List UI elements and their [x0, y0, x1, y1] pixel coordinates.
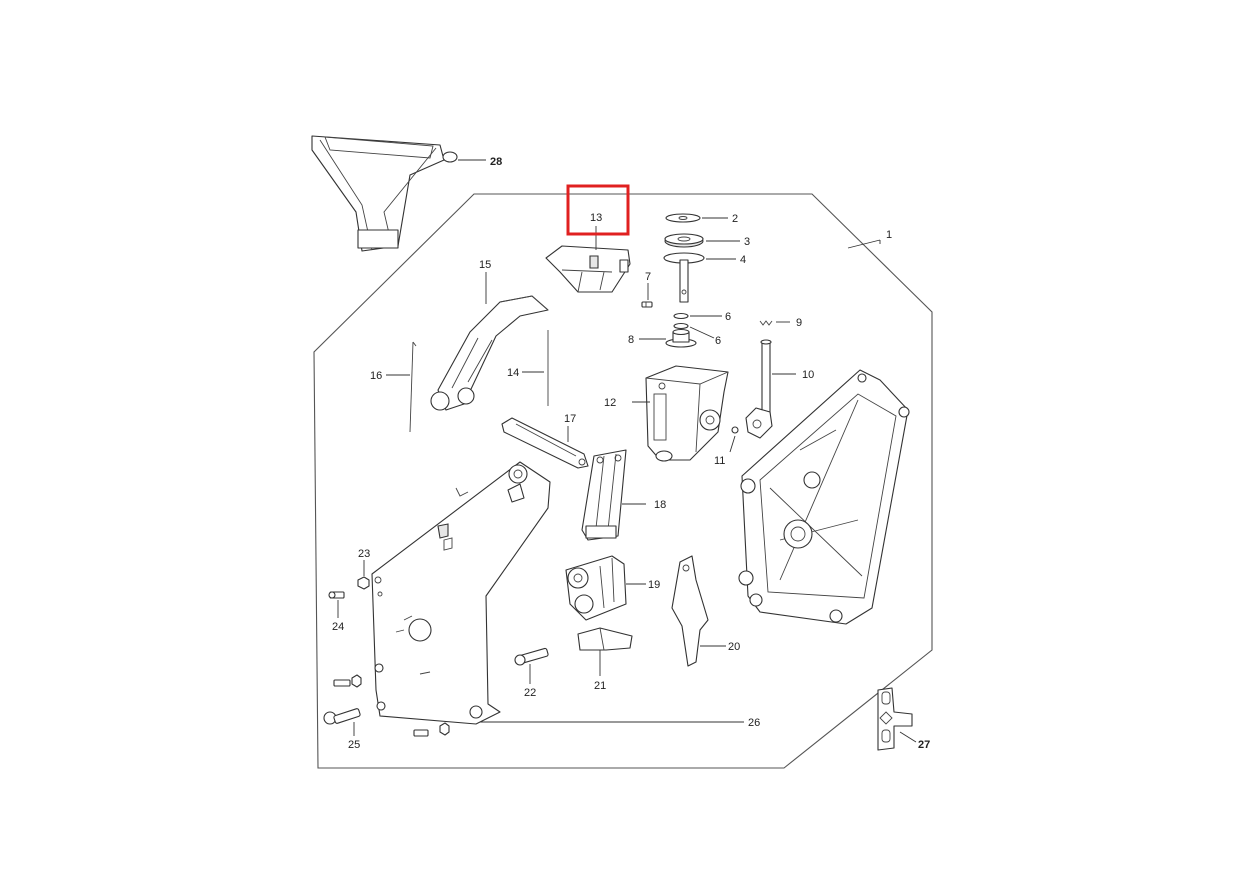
label-19: 19 — [648, 579, 660, 591]
label-6-lower: 6 — [715, 335, 721, 347]
part-22-bolt[interactable] — [514, 647, 549, 666]
part-9-spring[interactable] — [759, 320, 773, 326]
label-2: 2 — [732, 213, 738, 225]
assembly-frame-outline — [313, 193, 933, 769]
part-20-latch[interactable] — [671, 555, 709, 667]
label-12: 12 — [604, 397, 616, 409]
label-11: 11 — [714, 455, 725, 467]
part-6-washer-lower[interactable] — [673, 322, 689, 330]
leader-27 — [899, 731, 917, 743]
part-26-side-plate[interactable] — [371, 461, 551, 725]
label-23: 23 — [358, 548, 370, 560]
part-8-hub[interactable] — [665, 328, 697, 348]
label-14: 14 — [507, 367, 519, 379]
label-24: 24 — [332, 621, 344, 633]
part-1-main-frame[interactable] — [738, 369, 910, 625]
label-15: 15 — [479, 259, 491, 271]
part-13-bracket[interactable] — [545, 245, 631, 293]
leader-11 — [729, 435, 736, 453]
part-12-housing[interactable] — [645, 365, 729, 462]
label-20: 20 — [728, 641, 740, 653]
part-10-lever-shaft[interactable] — [745, 339, 773, 439]
part-19-cam[interactable] — [565, 555, 627, 621]
label-22: 22 — [524, 687, 536, 699]
label-25: 25 — [348, 739, 360, 751]
part-6-washer-upper[interactable] — [673, 312, 689, 320]
highlight-box-13 — [566, 184, 630, 236]
part-4-shaft[interactable] — [663, 252, 705, 303]
label-7: 7 — [645, 271, 651, 283]
part-11-clip[interactable] — [731, 426, 739, 434]
part-16-rod[interactable] — [409, 341, 417, 433]
part-7-pin[interactable] — [641, 301, 653, 308]
label-16: 16 — [370, 370, 382, 382]
label-13: 13 — [590, 212, 602, 224]
label-26: 26 — [748, 717, 760, 729]
label-3: 3 — [744, 236, 750, 248]
part-28-hopper[interactable] — [311, 135, 458, 252]
leader-6b — [689, 326, 715, 339]
part-18-bracket-arm[interactable] — [581, 449, 627, 541]
part-3-pulley[interactable] — [664, 233, 704, 248]
leader-1 — [847, 239, 881, 249]
part-25-bolt[interactable] — [323, 674, 450, 737]
label-18: 18 — [654, 499, 666, 511]
label-8: 8 — [628, 334, 634, 346]
label-4: 4 — [740, 254, 746, 266]
label-1: 1 — [886, 229, 892, 241]
label-6-upper: 6 — [725, 311, 731, 323]
part-21-block[interactable] — [577, 627, 633, 651]
part-23-nut[interactable] — [357, 576, 370, 590]
part-17-link[interactable] — [501, 417, 589, 469]
part-15-arm[interactable] — [430, 295, 549, 411]
part-2-washer[interactable] — [665, 213, 701, 223]
label-21: 21 — [594, 680, 606, 692]
label-27: 27 — [918, 739, 930, 751]
part-27-plate[interactable] — [877, 687, 913, 751]
part-24-screw[interactable] — [328, 591, 345, 599]
label-17: 17 — [564, 413, 576, 425]
label-9: 9 — [796, 317, 802, 329]
label-28: 28 — [490, 156, 502, 168]
label-10: 10 — [802, 369, 814, 381]
